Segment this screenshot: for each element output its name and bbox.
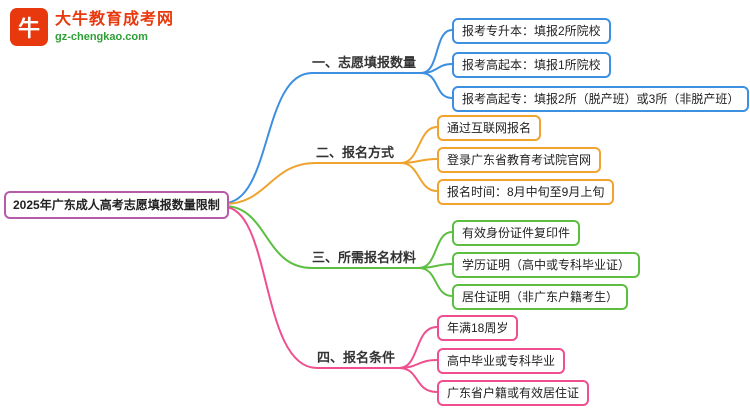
branch-label-4: 四、报名条件 xyxy=(317,350,396,365)
root-node: 2025年广东成人高考志愿填报数量限制 xyxy=(4,191,229,219)
leaf-node: 有效身份证件复印件 xyxy=(452,220,581,246)
leaf-node: 年满18周岁 xyxy=(437,315,519,341)
leaf-node: 学历证明（高中或专科毕业证） xyxy=(452,252,641,278)
leaf-node: 报名时间：8月中旬至9月上旬 xyxy=(437,179,615,205)
leaf-node: 居住证明（非广东户籍考生） xyxy=(452,284,629,310)
leaf-node: 报考专升本：填报2所院校 xyxy=(452,18,611,44)
branch-label-1: 一、志愿填报数量 xyxy=(312,55,417,70)
leaf-node: 报考高起本：填报1所院校 xyxy=(452,52,611,78)
leaf-node: 广东省户籍或有效居住证 xyxy=(437,380,590,406)
leaf-node: 通过互联网报名 xyxy=(437,115,542,141)
logo-title: 大牛教育成考网 xyxy=(55,11,175,28)
leaf-node: 报考高起专：填报2所（脱产班）或3所（非脱产班） xyxy=(452,86,750,112)
leaf-node: 高中毕业或专科毕业 xyxy=(437,348,566,374)
leaf-node: 登录广东省教育考试院官网 xyxy=(437,147,602,173)
bull-logo-icon: 牛 xyxy=(10,8,48,46)
branch-label-3: 三、所需报名材料 xyxy=(312,250,417,265)
branch-label-2: 二、报名方式 xyxy=(316,145,395,160)
logo-text: 大牛教育成考网 gz-chengkao.com xyxy=(55,10,174,44)
logo-url: gz-chengkao.com xyxy=(55,31,148,43)
site-logo: 牛 大牛教育成考网 gz-chengkao.com xyxy=(10,8,174,46)
